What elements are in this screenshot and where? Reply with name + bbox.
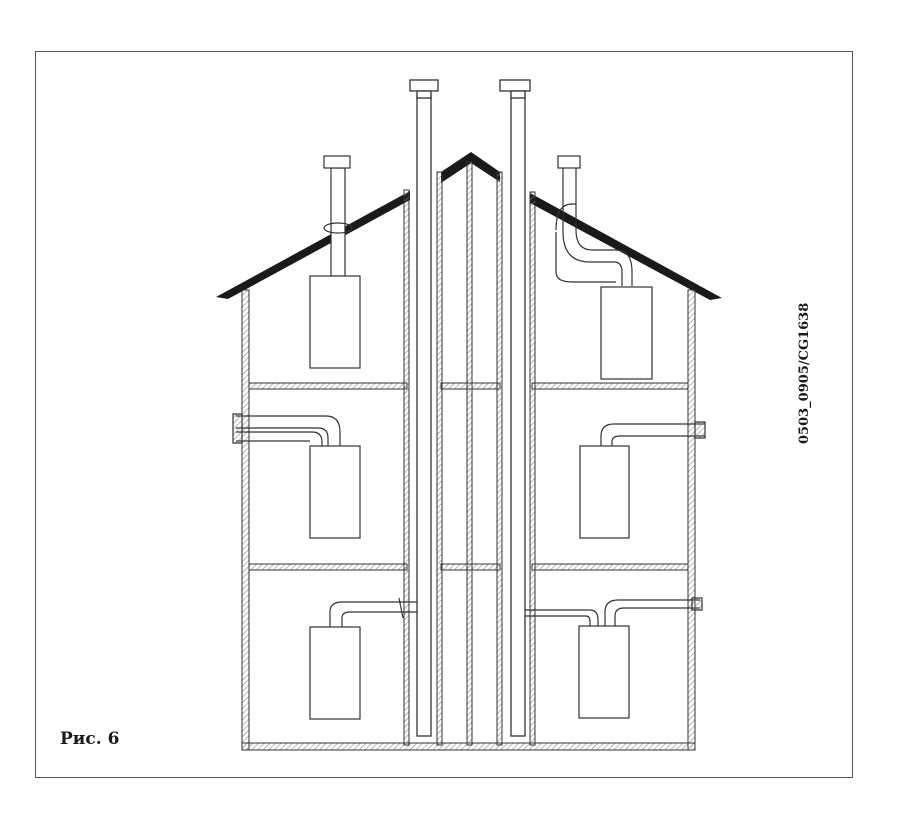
boiler-bottom-left [309, 597, 417, 720]
flue-terminal-top-left [323, 155, 351, 169]
gas-boiler-icon [579, 445, 630, 539]
shaft-divider [466, 161, 473, 746]
right-outer-wall [687, 289, 696, 751]
left-outer-wall [241, 289, 250, 751]
boiler-middle-left [232, 413, 361, 539]
chimney-cap-left [409, 79, 439, 92]
chimney-neck-left [416, 90, 432, 99]
chimney-left [409, 79, 439, 737]
chimney-cap-right [499, 79, 531, 92]
roof-peak [441, 152, 500, 183]
shaft-wall-right-outer [529, 191, 536, 746]
floor-slab-middle-left [248, 563, 408, 571]
boiler-middle-right [579, 421, 706, 539]
figure-label: Рис. 6 [60, 729, 120, 749]
chimney-right [499, 79, 531, 737]
chimney-icon [510, 95, 526, 737]
roof-right-slope [530, 193, 722, 300]
floor-slab-middle-right [531, 563, 689, 571]
flue-pipe-icon [236, 415, 341, 446]
flue-pipe-icon [329, 601, 417, 627]
shaft-wall-left-inner [436, 171, 443, 746]
shaft-connection-bottom-left [398, 597, 404, 619]
central-shaft [403, 161, 536, 746]
figure-frame [35, 51, 853, 778]
shaft-wall-left-outer [403, 189, 410, 746]
roof [216, 152, 722, 300]
boiler-bottom-right [525, 597, 703, 719]
shaft-wall-right-inner [496, 171, 503, 746]
chimney-icon [416, 95, 432, 737]
roof-flashing-top-left [323, 222, 353, 234]
gas-boiler-icon [309, 275, 361, 369]
gas-boiler-icon [578, 625, 630, 719]
floor-slab-upper-right [531, 382, 689, 390]
wall-terminal-middle-left [232, 413, 243, 444]
flue-pipe-wall-bottom-right [604, 599, 700, 626]
flue-pipe-lower-middle-left [236, 431, 323, 446]
flue-pipe-icon [330, 167, 346, 277]
floor-slab-upper-left [248, 382, 408, 390]
roof-left-slope [216, 191, 410, 299]
wall-terminal-middle-right [694, 421, 706, 439]
flue-terminal-top-right [557, 155, 581, 169]
gas-boiler-icon [309, 445, 361, 539]
boiler-top-right [555, 155, 653, 380]
boiler-top-left [309, 155, 361, 369]
gas-boiler-icon [600, 286, 653, 380]
gas-boiler-icon [309, 626, 361, 720]
flue-pipe-icon [600, 423, 705, 446]
chimney-neck-right [510, 90, 526, 99]
drawing-code: 0503_0905/CG1638 [797, 302, 812, 444]
flue-pipe-icon [562, 168, 633, 286]
flue-elbow-top-right [555, 203, 616, 283]
flue-pipe-icon [525, 609, 599, 626]
wall-terminal-bottom-right [691, 597, 703, 611]
